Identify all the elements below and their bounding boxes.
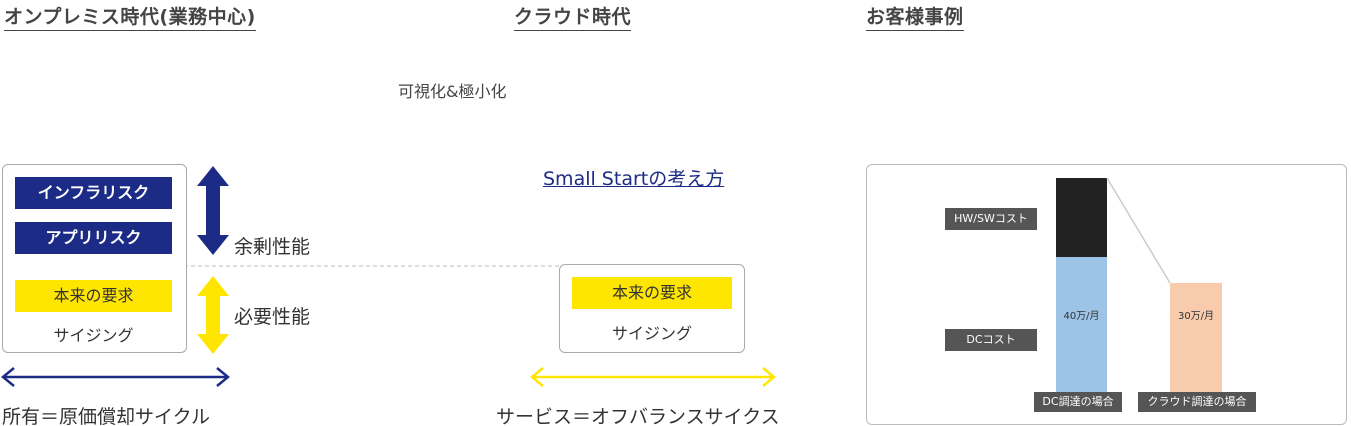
onpremise-sizing-label: サイジング: [53, 326, 134, 345]
cloud-requirement-label: 本来の要求: [572, 277, 732, 309]
visibility-text: 可視化&極小化: [398, 82, 507, 101]
case-chart: [1056, 177, 1222, 405]
bar-dc-cost: [1056, 257, 1107, 405]
cloud-bar-value: 30万/月: [1177, 311, 1215, 322]
section-title-onpremise: オンプレミス時代(業務中心): [4, 2, 256, 31]
surplus-arrow: [197, 166, 229, 255]
cloud-procurement-tag: クラウド調達の場合: [1138, 392, 1256, 412]
bar-hwsw-cost: [1056, 178, 1107, 257]
required-arrow: [197, 276, 229, 354]
dc-bar-value: 40万/月: [1063, 311, 1100, 322]
app-risk-label: アプリリスク: [15, 222, 172, 254]
ownership-cycle-label: 所有＝原価償却サイクル: [2, 406, 211, 426]
connector-line: [1106, 177, 1171, 284]
required-performance-label: 必要性能: [234, 306, 311, 328]
bar-cloud-cost: [1170, 283, 1222, 405]
onpremise-requirement-label: 本来の要求: [15, 280, 172, 312]
dc-cost-tag: DCコスト: [945, 329, 1037, 351]
infra-risk-label: インフラリスク: [15, 177, 172, 209]
section-title-cases: お客様事例: [866, 2, 964, 31]
cloud-sizing-label: サイジング: [611, 324, 692, 343]
small-start-link[interactable]: Small Startの考え方: [543, 168, 725, 190]
service-cycle-arrow: [530, 367, 776, 387]
section-title-cloud: クラウド時代: [514, 2, 632, 31]
ownership-cycle-arrow: [1, 367, 230, 387]
service-cycle-label: サービス＝オフバランスサイクス: [496, 406, 780, 426]
diagram-lines: [1, 166, 776, 387]
hwsw-cost-tag: HW/SWコスト: [945, 208, 1037, 230]
dc-procurement-tag: DC調達の場合: [1034, 392, 1122, 412]
surplus-performance-label: 余剰性能: [234, 236, 311, 258]
